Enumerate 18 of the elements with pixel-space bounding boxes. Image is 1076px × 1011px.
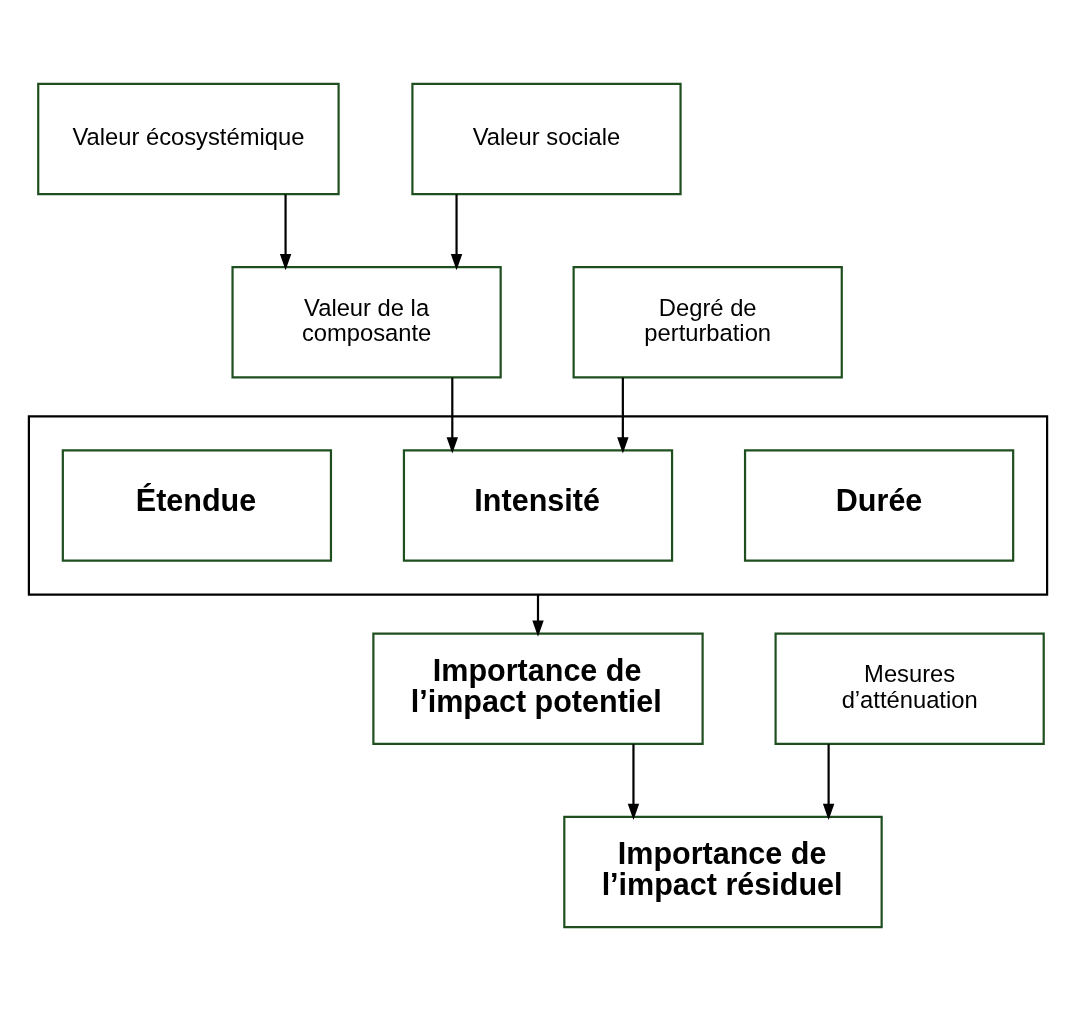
arrow [627,744,640,821]
node-box: Valeur de la composante [231,265,502,379]
node-box: Valeur écosystémique [37,82,340,196]
arrow [279,194,292,271]
node-box: Étendue [61,449,333,562]
node-box: Importance de l’impact résiduel [563,815,883,929]
node-box: Intensité [402,449,674,562]
arrow [450,194,463,271]
arrow [532,594,544,637]
arrow [822,744,835,821]
arrow [617,377,629,454]
node-box: Durée [743,449,1015,562]
node-box: Mesures d’atténuation [774,632,1045,746]
cluster [27,415,1049,596]
node-box: Degré de perturbation [572,265,843,379]
node-box: Valeur sociale [411,82,682,196]
arrow [446,377,458,454]
node-box: Importance de l’impact potentiel [372,632,704,746]
